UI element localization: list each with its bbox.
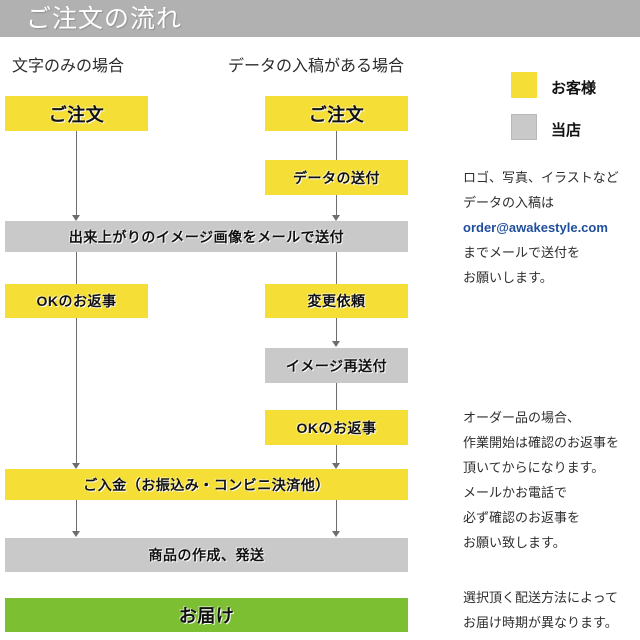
arrow-left-4 bbox=[72, 531, 80, 537]
arrow-left-3 bbox=[72, 463, 80, 469]
header-bar bbox=[0, 0, 640, 37]
flow-box-send-preview-image[interactable]: 出来上がりのイメージ画像をメールで送付 bbox=[5, 221, 408, 252]
legend-swatch-shop bbox=[511, 114, 537, 140]
data-note-line-1: ロゴ、写真、イラストなど bbox=[463, 170, 619, 185]
page-title: ご注文の流れ bbox=[26, 5, 183, 33]
flow-box-right-send-data[interactable]: データの送付 bbox=[265, 160, 408, 195]
email-link[interactable]: order@awakestyle.com bbox=[463, 220, 608, 235]
left-column-caption: 文字のみの場合 bbox=[12, 58, 125, 75]
flow-box-left-ok-reply[interactable]: OKのお返事 bbox=[5, 284, 148, 318]
right-column-caption: データの入稿がある場合 bbox=[228, 58, 405, 75]
flow-box-production-shipping[interactable]: 商品の作成、発送 bbox=[5, 538, 408, 572]
connector-right-3 bbox=[336, 252, 337, 284]
flow-box-delivery[interactable]: お届け bbox=[5, 598, 408, 632]
connector-right-2 bbox=[336, 195, 337, 216]
connector-right-5 bbox=[336, 383, 337, 410]
flow-box-payment[interactable]: ご入金（お振込み・コンビニ決済他） bbox=[5, 469, 408, 500]
connector-left-2 bbox=[76, 252, 77, 284]
flow-box-right-resend-image[interactable]: イメージ再送付 bbox=[265, 348, 408, 383]
flow-box-right-change-request[interactable]: 変更依頼 bbox=[265, 284, 408, 318]
arrow-right-7 bbox=[332, 531, 340, 537]
connector-right-7 bbox=[336, 500, 337, 532]
flow-box-right-ok-reply[interactable]: OKのお返事 bbox=[265, 410, 408, 445]
arrow-right-6 bbox=[332, 463, 340, 469]
shipping-note: 選択頂く配送方法によって お届け時期が異なります。 bbox=[463, 590, 618, 630]
order-note: オーダー品の場合、 作業開始は確認のお返事を 頂いてからになります。 メールかお… bbox=[463, 410, 620, 550]
data-note-line-4: お願いします。 bbox=[463, 270, 553, 285]
flow-box-left-order[interactable]: ご注文 bbox=[5, 96, 148, 131]
legend-swatch-customer bbox=[511, 72, 537, 98]
legend-label-customer: お客様 bbox=[551, 80, 597, 97]
connector-left-3 bbox=[76, 318, 77, 464]
flow-box-right-order[interactable]: ご注文 bbox=[265, 96, 408, 131]
legend-label-shop: 当店 bbox=[551, 122, 582, 139]
connector-right-6 bbox=[336, 445, 337, 464]
arrow-right-2 bbox=[332, 215, 340, 221]
data-note-line-2: データの入稿は bbox=[463, 195, 555, 210]
connector-left-1 bbox=[76, 131, 77, 216]
connector-left-4 bbox=[76, 500, 77, 532]
arrow-left-1 bbox=[72, 215, 80, 221]
arrow-right-4 bbox=[332, 341, 340, 347]
data-note-line-3: までメールで送付を bbox=[463, 245, 581, 260]
connector-right-4 bbox=[336, 318, 337, 342]
connector-right-1 bbox=[336, 131, 337, 160]
